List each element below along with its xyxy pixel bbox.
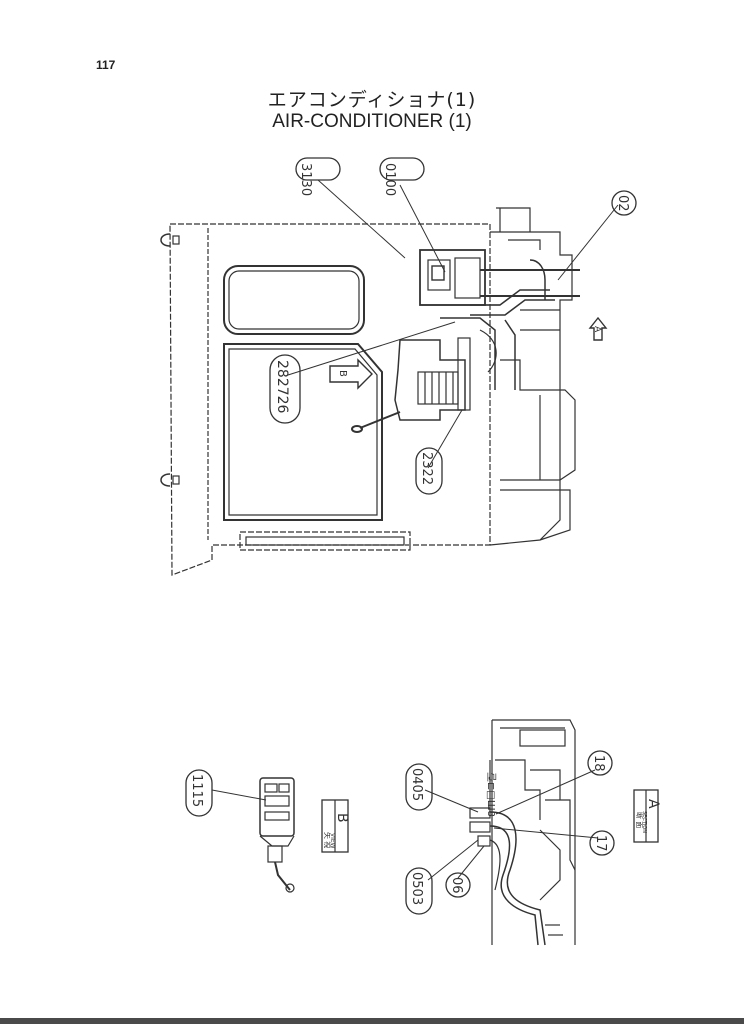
callout-1115: 1115 bbox=[189, 774, 204, 807]
bottom-border bbox=[0, 1018, 744, 1024]
section-a-letter: A bbox=[645, 799, 661, 809]
callout-0503: 0503 bbox=[409, 872, 424, 905]
section-a-label-box bbox=[633, 789, 659, 843]
cab-assembly-drawing bbox=[160, 207, 580, 576]
callout-2322: 2322 bbox=[419, 452, 434, 485]
view-b-en: VIEW bbox=[329, 833, 336, 849]
title-english: AIR-CONDITIONER (1) bbox=[272, 111, 472, 132]
view-b-jp: 矢 視 bbox=[323, 832, 332, 848]
callout-02: 02 bbox=[615, 195, 630, 212]
callout-0405: 0405 bbox=[409, 768, 424, 801]
page-number: 117 bbox=[96, 58, 116, 72]
view-b-letter: B bbox=[334, 813, 350, 823]
callout-282726: 282726 bbox=[274, 360, 290, 414]
callout-18: 18 bbox=[591, 755, 606, 772]
arrow-a-marker bbox=[588, 316, 608, 341]
arrow-a-label: A bbox=[592, 326, 602, 333]
arrow-b-label: B bbox=[337, 370, 348, 377]
section-a-jp: 断 面 bbox=[635, 812, 644, 828]
callout-3130: 3130 bbox=[298, 163, 313, 196]
leader-lines-main bbox=[287, 179, 619, 469]
title-japanese: エアコンディショナ(1) bbox=[267, 89, 477, 111]
view-b-drawing bbox=[211, 777, 295, 893]
callout-06: 06 bbox=[449, 877, 464, 894]
section-a-en: SECTION bbox=[641, 811, 647, 833]
view-b-label-box bbox=[321, 799, 349, 853]
arrow-b-marker bbox=[329, 358, 373, 390]
section-a-drawing: 弖⊏□Ш8 bbox=[424, 719, 599, 946]
svg-text:弖⊏□Ш8: 弖⊏□Ш8 bbox=[485, 772, 497, 817]
callout-17: 17 bbox=[593, 835, 608, 852]
callout-0100: 0100 bbox=[382, 163, 397, 196]
